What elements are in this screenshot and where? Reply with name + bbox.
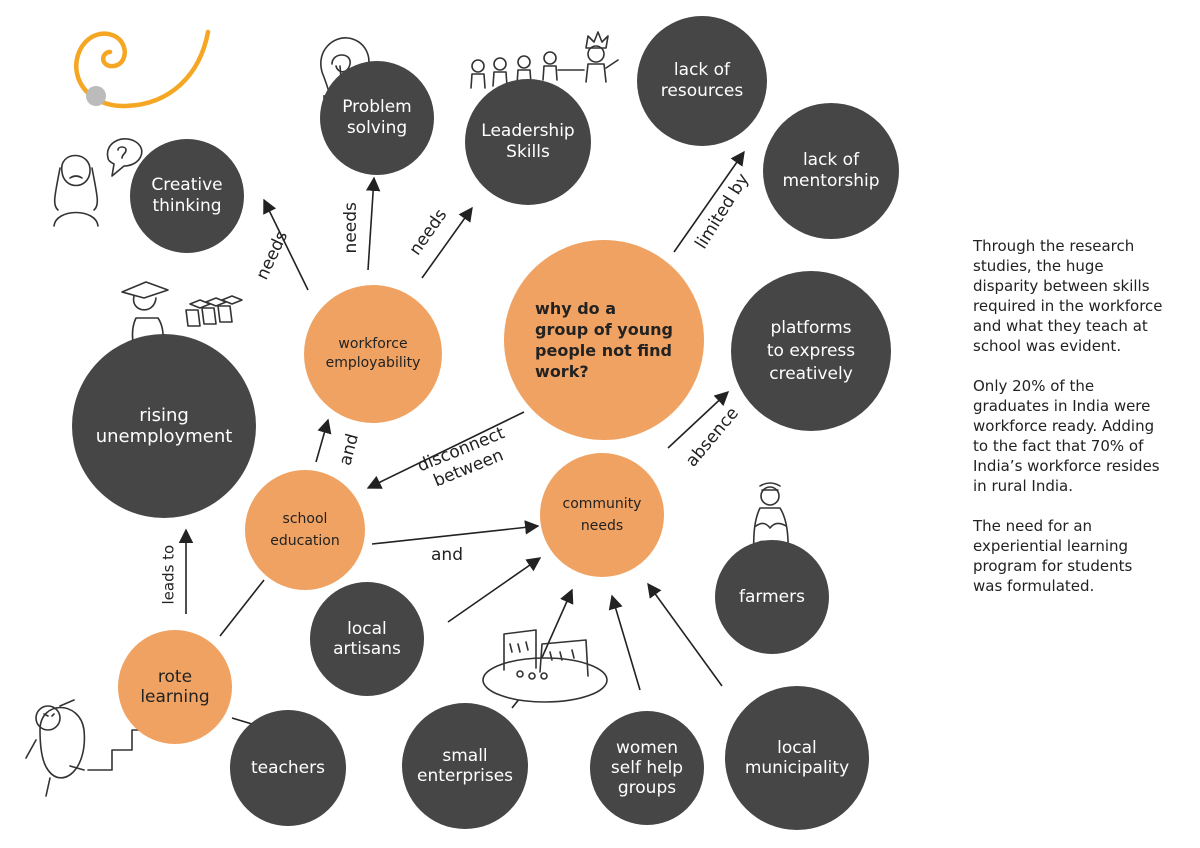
thinking-person-icon	[53, 138, 143, 227]
arrow-employability-creative	[263, 198, 309, 291]
node-local-municipality: local municipality	[725, 686, 869, 830]
node-farmers: farmers	[715, 540, 829, 654]
node-leadership-skills: Leadership Skills	[465, 79, 591, 205]
node-local-artisans: local artisans	[310, 582, 424, 696]
arrow-employability-leadership	[421, 206, 473, 279]
leadership-people-icon	[470, 31, 619, 89]
node-workforce-employability: workforce employability	[304, 285, 442, 423]
side-paragraph-1: Through the research studies, the huge d…	[973, 237, 1163, 355]
node-central-question: why do a group of young people not find …	[504, 240, 704, 440]
node-school-education: school education	[245, 470, 365, 590]
side-paragraph-2: Only 20% of the graduates in India were …	[973, 377, 1160, 495]
edge-label-leads-to: leads to	[159, 544, 178, 605]
arrow-school-employability	[315, 418, 332, 463]
edge-label-and-2: and	[431, 545, 463, 565]
arrow-school-community	[371, 520, 540, 545]
node-platforms: platforms to express creatively	[731, 271, 891, 431]
node-women-shg: women self help groups	[590, 711, 704, 825]
node-lack-of-resources: lack of resources	[637, 16, 767, 146]
node-small-enterprises: small enterprises	[402, 703, 528, 829]
node-community-needs: community needs	[540, 453, 664, 577]
line-rote-teachers	[231, 717, 253, 725]
node-problem-solving: Problem solving	[320, 61, 434, 175]
arrow-municipality-community	[647, 582, 723, 687]
arrow-artisans-community	[447, 557, 542, 623]
edge-label-needs-2: needs	[341, 202, 362, 254]
node-teachers: teachers	[230, 710, 346, 826]
node-rote-learning: rote learning	[118, 630, 232, 744]
side-paragraph-3: The need for an experiential learning pr…	[973, 517, 1133, 595]
side-description: Through the research studies, the huge d…	[973, 236, 1163, 616]
arrow-employability-problem	[365, 176, 381, 271]
node-lack-of-mentorship: lack of mentorship	[763, 103, 899, 239]
city-buildings-icon	[482, 629, 608, 703]
line-rote-school	[219, 579, 265, 637]
node-rising-unemployment: rising unemployment	[72, 334, 256, 518]
arrow-question-resources	[673, 150, 745, 253]
logo-spiral-icon	[74, 29, 211, 109]
node-creative-thinking: Creative thinking	[130, 139, 244, 253]
arrow-women-community	[608, 594, 641, 691]
person-climbing-stairs-icon	[25, 699, 151, 797]
arrow-community-platforms	[667, 391, 730, 449]
arrow-question-school	[366, 411, 525, 489]
arrow-enterprises-community	[539, 588, 574, 663]
